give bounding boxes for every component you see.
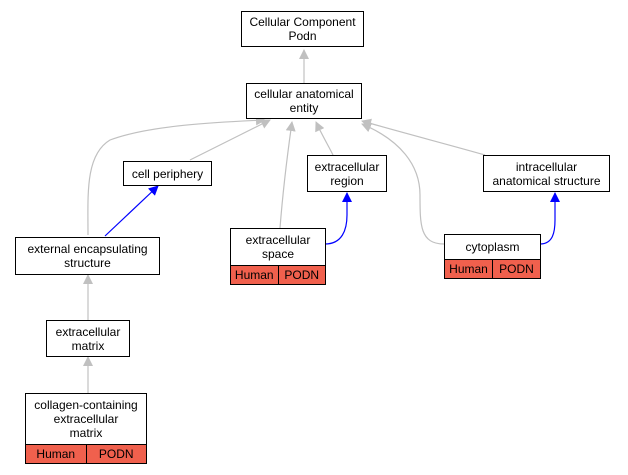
node-cellular-component[interactable]: Cellular Component Podn (241, 11, 364, 47)
node-label: extracellular matrix (55, 324, 121, 353)
annotation-species: Human (234, 268, 274, 282)
node-label: collagen-containing extracellular matrix (34, 398, 138, 440)
annotation-row: Human PODN (445, 259, 540, 278)
edge-intracellular-to-cae (361, 118, 486, 156)
edge-space-to-region (324, 192, 352, 245)
annotation-species: Human (449, 262, 488, 276)
edge-periphery-to-cae (189, 119, 271, 161)
annotation-gene: PODN (85, 445, 147, 463)
node-label: external encapsulating structure (27, 242, 148, 270)
node-label: cellular anatomical entity (254, 87, 354, 115)
node-extracellular-space[interactable]: extracellular space Human PODN (230, 228, 326, 285)
node-intracellular-anatomical-structure[interactable]: intracellular anatomical structure (483, 155, 610, 192)
node-label: extracellular space (245, 233, 311, 261)
edge-space-to-cae (279, 121, 296, 229)
annotation-gene: PODN (277, 266, 326, 284)
annotation-gene: PODN (492, 260, 540, 278)
node-external-encapsulating-structure[interactable]: external encapsulating structure (15, 237, 160, 275)
node-cell-periphery[interactable]: cell periphery (123, 161, 212, 186)
annotation-row: Human PODN (26, 444, 146, 463)
edge-external-to-periphery (104, 185, 159, 237)
node-extracellular-region[interactable]: extracellular region (307, 155, 387, 192)
edge-cytoplasm-to-intracellular (539, 192, 560, 245)
node-label: Cellular Component Podn (249, 15, 356, 43)
node-label: cell periphery (131, 166, 204, 181)
node-cellular-anatomical-entity[interactable]: cellular anatomical entity (246, 83, 362, 119)
annotation-row: Human PODN (231, 265, 325, 284)
node-cytoplasm[interactable]: cytoplasm Human PODN (444, 234, 541, 279)
edge-cytoplasm-to-cae (361, 122, 445, 245)
annotation-species: Human (36, 447, 76, 461)
node-label: intracellular anatomical structure (492, 159, 601, 188)
node-label: extracellular region (314, 159, 380, 188)
node-label: cytoplasm (465, 240, 520, 254)
edge-external-to-cae (87, 115, 266, 236)
node-collagen-containing-extracellular-matrix[interactable]: collagen-containing extracellular matrix… (25, 393, 147, 464)
edge-region-to-cae (315, 121, 334, 156)
node-extracellular-matrix[interactable]: extracellular matrix (46, 320, 130, 357)
